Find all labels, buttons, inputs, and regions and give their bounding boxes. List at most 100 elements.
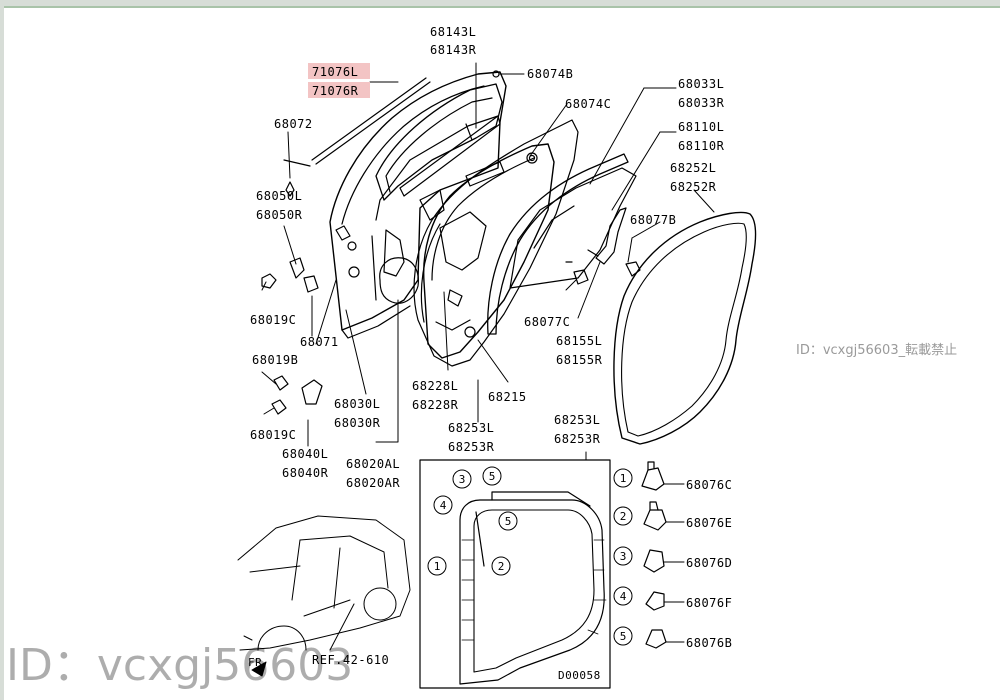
- svg-text:REF.42-610: REF.42-610: [312, 653, 389, 667]
- label-68143R: 68143R: [430, 43, 477, 57]
- clip-number-5: 5: [620, 630, 627, 643]
- label-68143L: 68143L: [430, 25, 476, 39]
- svg-text:68143R: 68143R: [430, 43, 477, 57]
- svg-text:68030L: 68030L: [334, 397, 380, 411]
- svg-text:68071: 68071: [300, 335, 339, 349]
- svg-text:68253L: 68253L: [448, 421, 494, 435]
- svg-text:68252R: 68252R: [670, 180, 717, 194]
- svg-text:68252L: 68252L: [670, 161, 716, 175]
- svg-text:71076R: 71076R: [312, 84, 359, 98]
- svg-text:71076L: 71076L: [312, 65, 358, 79]
- vehicle-reference-sketch: [237, 515, 411, 677]
- clip-number-3: 3: [620, 550, 627, 563]
- svg-text:68110L: 68110L: [678, 120, 724, 134]
- svg-text:68033L: 68033L: [678, 77, 724, 91]
- inset-callouts: [427, 466, 518, 576]
- label-68110R: 68110R: [678, 139, 725, 153]
- label-68110L: 68110L: [678, 120, 724, 134]
- label-68030R: 68030R: [334, 416, 381, 430]
- label-68019B: 68019B: [252, 353, 298, 367]
- svg-text:68253L: 68253L: [554, 413, 600, 427]
- svg-text:68019C: 68019C: [250, 313, 296, 327]
- label-68253R-a: 68253R: [448, 440, 495, 454]
- door-glass-68110: [509, 167, 637, 289]
- label-68033R: 68033R: [678, 96, 725, 110]
- svg-text:68072: 68072: [274, 117, 313, 131]
- hardware-parts: [261, 70, 641, 415]
- label-68155L: 68155L: [556, 334, 602, 348]
- svg-text:68020AR: 68020AR: [346, 476, 400, 490]
- inset-callout-1: 1: [434, 560, 441, 573]
- clip-part-68076C: 68076C: [686, 478, 732, 492]
- leader-lines: [261, 62, 715, 461]
- label-68019C-lower: 68019C: [250, 428, 296, 442]
- svg-text:68077B: 68077B: [630, 213, 676, 227]
- label-68040L: 68040L: [282, 447, 328, 461]
- svg-text:68040L: 68040L: [282, 447, 328, 461]
- watermark-large: ID：vcxgj56603: [6, 640, 353, 691]
- label-68077C: 68077C: [524, 315, 570, 329]
- inset-callout-numbers: 1 2 3 4 5 5: [434, 470, 512, 573]
- svg-text:68019C: 68019C: [250, 428, 296, 442]
- clip-number-1: 1: [620, 472, 627, 485]
- svg-text:68253R: 68253R: [448, 440, 495, 454]
- svg-text:68020AL: 68020AL: [346, 457, 400, 471]
- label-68040R: 68040R: [282, 466, 329, 480]
- svg-text:68033R: 68033R: [678, 96, 725, 110]
- inset-callout-2: 2: [498, 560, 505, 573]
- svg-text:68040R: 68040R: [282, 466, 329, 480]
- svg-text:68215: 68215: [488, 390, 527, 404]
- label-68020AL: 68020AL: [346, 457, 400, 471]
- svg-text:68110R: 68110R: [678, 139, 725, 153]
- label-68077B: 68077B: [630, 213, 676, 227]
- svg-text:68074B: 68074B: [527, 67, 573, 81]
- svg-text:68143L: 68143L: [430, 25, 476, 39]
- clip-leader-lines: [663, 483, 685, 643]
- label-68050R: 68050R: [256, 208, 303, 222]
- window-frame-68143: [375, 83, 503, 201]
- glass-run-68033: [487, 153, 629, 335]
- inset-seal-drawing: [459, 491, 607, 685]
- label-71076L: 71076L: [312, 65, 358, 79]
- label-68072: 68072: [274, 117, 313, 131]
- label-68020AR: 68020AR: [346, 476, 400, 490]
- label-68050L: 68050L: [256, 189, 302, 203]
- door-seal-68253: [413, 119, 579, 367]
- label-68252L: 68252L: [670, 161, 716, 175]
- part-labels: 68143L 68143R 71076L 71076R 68074B 68074…: [248, 25, 725, 682]
- svg-text:D00058: D00058: [558, 669, 601, 682]
- clip-icons: [641, 461, 667, 649]
- svg-text:FR: FR: [248, 656, 262, 669]
- inset-callout-3: 3: [459, 473, 466, 486]
- label-68228R: 68228R: [412, 398, 459, 412]
- clip-number-4: 4: [620, 590, 627, 603]
- label-68155R: 68155R: [556, 353, 603, 367]
- label-68253L-a: 68253L: [448, 421, 494, 435]
- window-frame-accent: [0, 6, 1000, 8]
- inset-box: [419, 459, 611, 689]
- label-68252R: 68252R: [670, 180, 717, 194]
- svg-text:68253R: 68253R: [554, 432, 601, 446]
- label-ref: REF.42-610: [312, 653, 389, 667]
- label-68071: 68071: [300, 335, 339, 349]
- svg-text:68019B: 68019B: [252, 353, 298, 367]
- door-molding-71076: [283, 77, 431, 167]
- regulator-68155: [587, 207, 627, 265]
- svg-text:68155R: 68155R: [556, 353, 603, 367]
- clip-part-68076F: 68076F: [686, 596, 732, 610]
- svg-text:68050R: 68050R: [256, 208, 303, 222]
- svg-text:68155L: 68155L: [556, 334, 602, 348]
- svg-text:68030R: 68030R: [334, 416, 381, 430]
- clip-part-68076E: 68076E: [686, 516, 732, 530]
- label-68253R-b: 68253R: [554, 432, 601, 446]
- clip-legend: 1 2 3 4 5 68076C 68076E 68076D 68076F 68…: [613, 468, 732, 650]
- label-68215: 68215: [488, 390, 527, 404]
- svg-text:68050L: 68050L: [256, 189, 302, 203]
- label-71076R: 71076R: [312, 84, 359, 98]
- label-68074B: 68074B: [527, 67, 573, 81]
- inset-callout-4: 4: [440, 499, 447, 512]
- clip-number-2: 2: [620, 510, 627, 523]
- svg-text:68228L: 68228L: [412, 379, 458, 393]
- label-68019C-upper: 68019C: [250, 313, 296, 327]
